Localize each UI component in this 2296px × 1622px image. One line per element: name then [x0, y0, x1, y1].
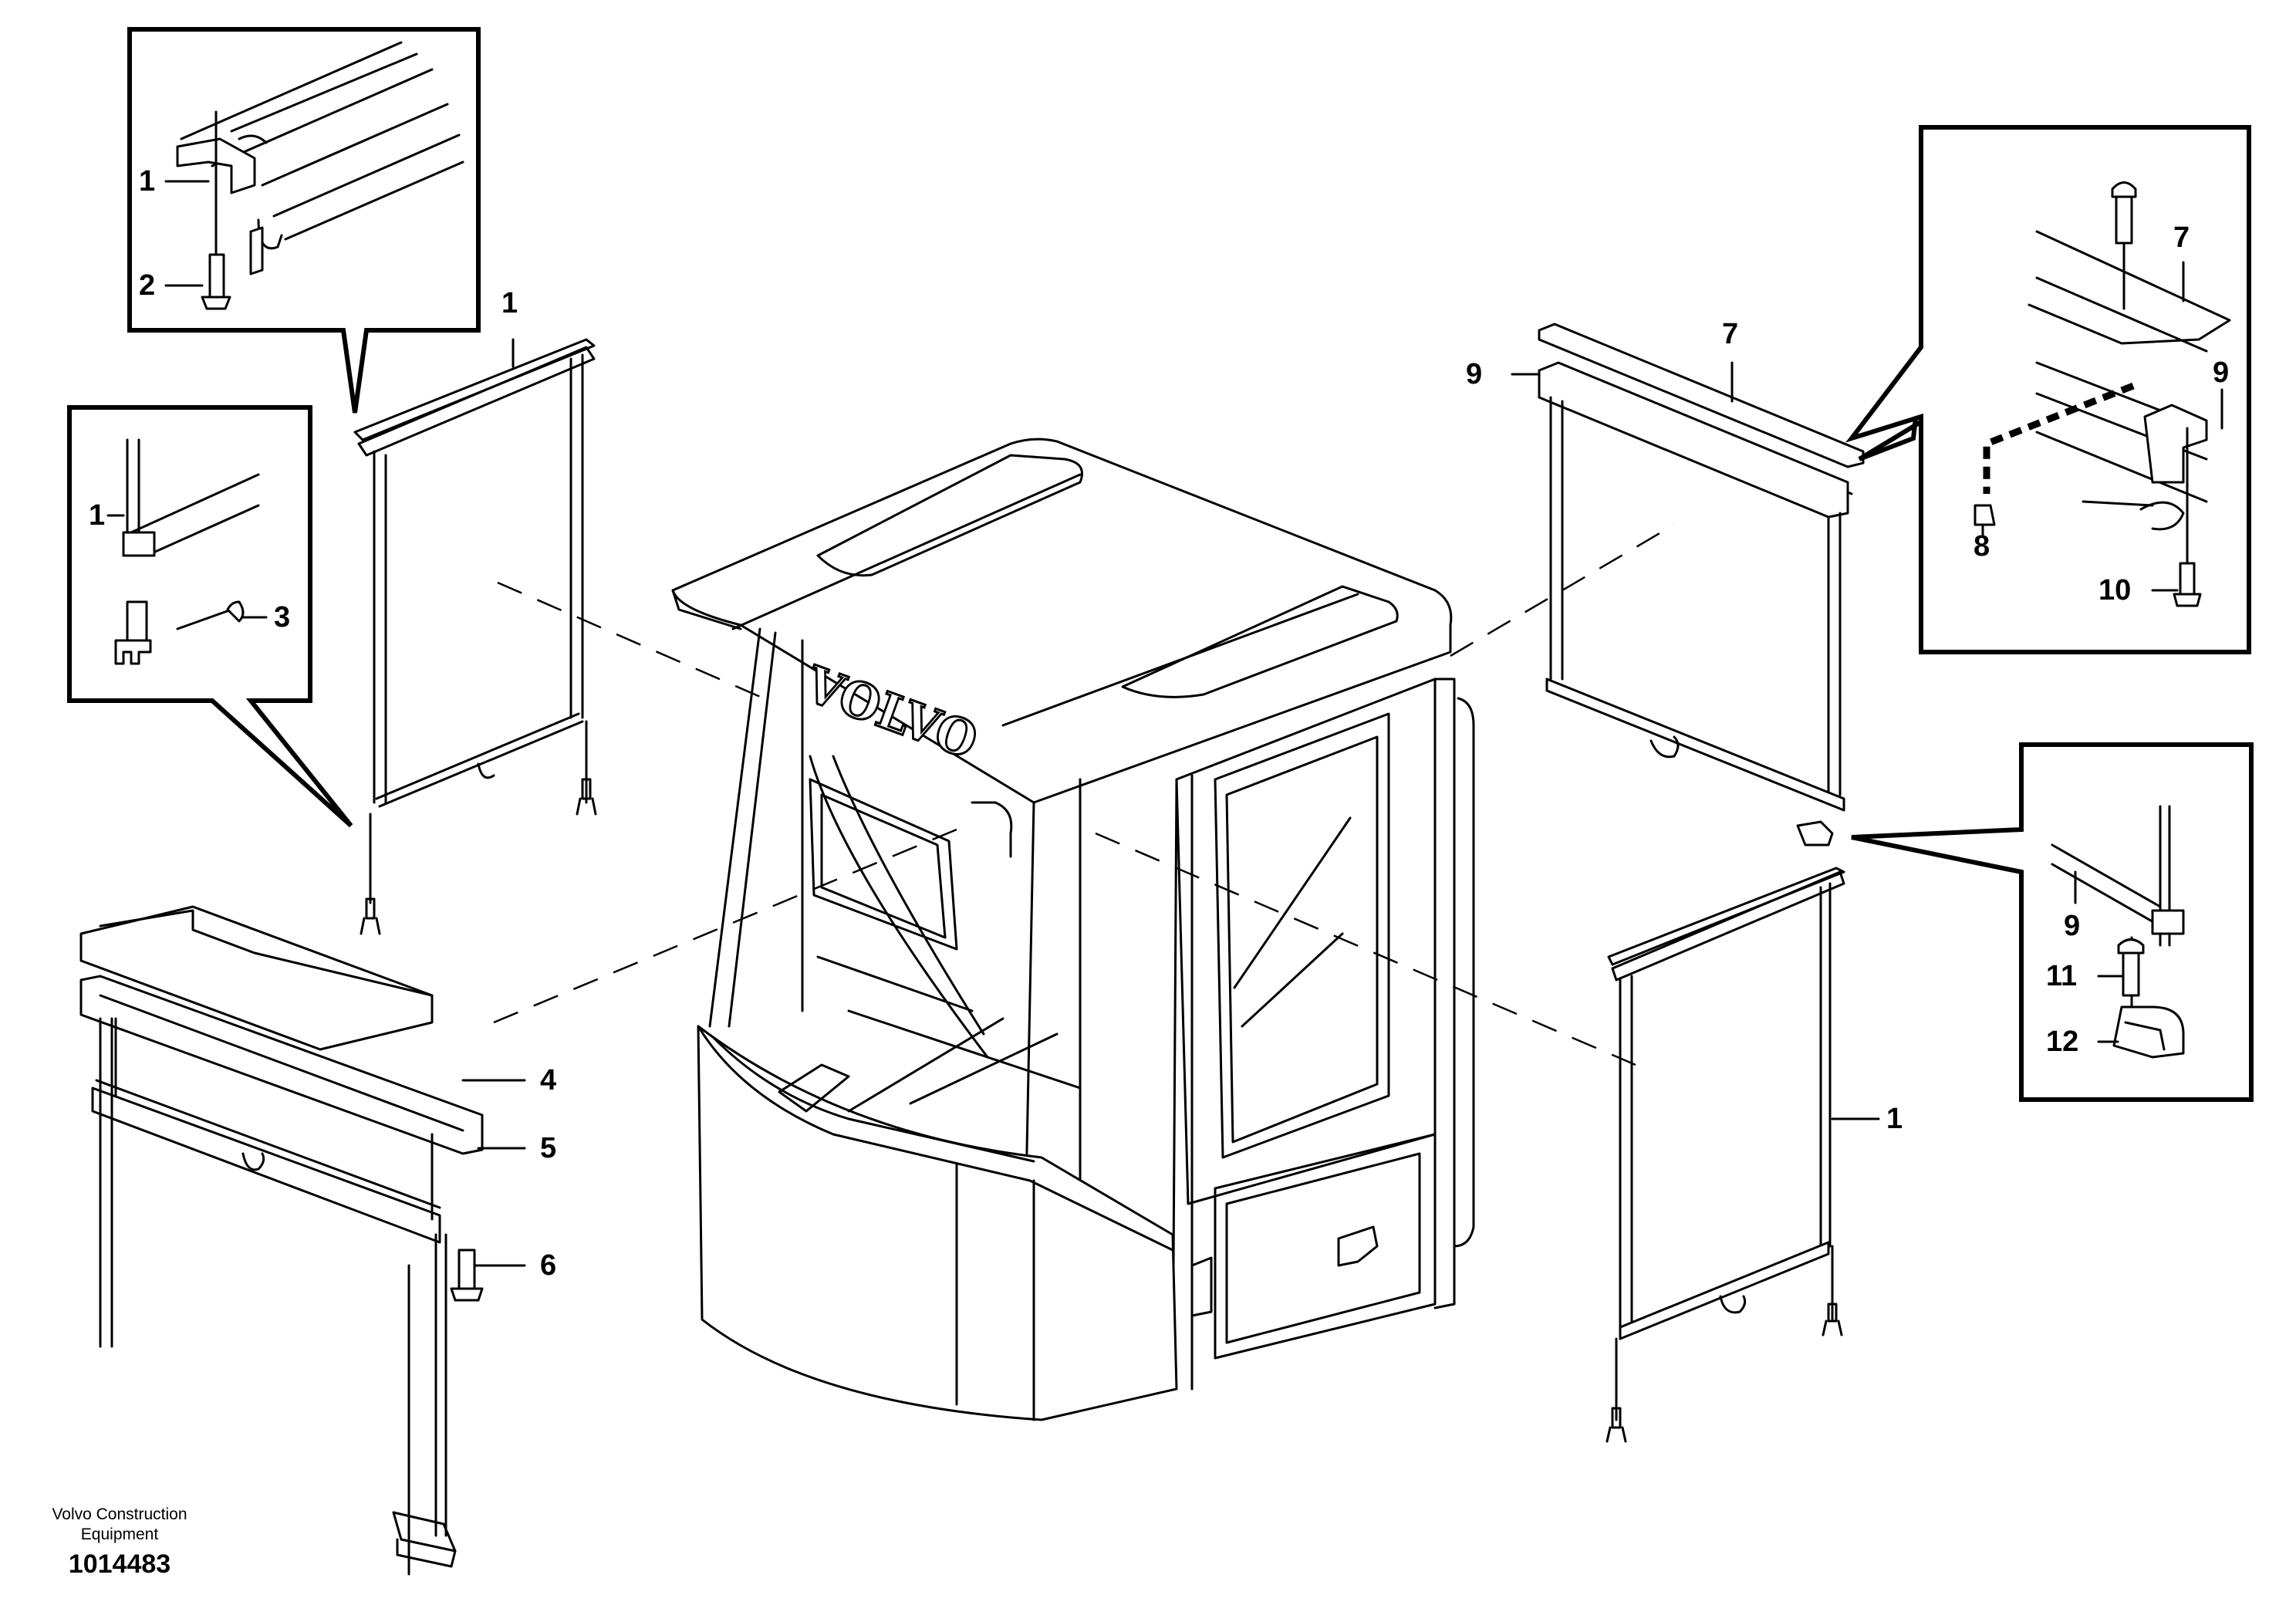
callout-12: 12: [2046, 1026, 2078, 1058]
callout-9-rear-blind: 9: [1466, 358, 1482, 390]
callout-9-detail-tr: 9: [2213, 357, 2229, 389]
drawing-number: 1014483: [68, 1549, 171, 1579]
callout-7-detail-tr: 7: [2173, 221, 2190, 254]
callout-2: 2: [139, 269, 155, 302]
callout-8: 8: [1974, 530, 1990, 563]
callout-3: 3: [274, 601, 290, 634]
detail-box-left: 1 3: [67, 405, 353, 828]
callout-7-rear-blind: 7: [1722, 318, 1738, 350]
left-roller-blind: 1: [353, 287, 597, 935]
callout-4: 4: [540, 1064, 556, 1097]
callout-6: 6: [540, 1249, 556, 1282]
callout-11: 11: [2046, 960, 2077, 992]
callout-1-left-blind: 1: [501, 287, 518, 319]
callout-1-detail-left: 1: [89, 499, 105, 532]
cab-body: VOLVO: [671, 438, 1475, 1421]
detail-box-right: 9 11 12: [1851, 742, 2254, 1102]
right-roller-blind: 1: [1606, 867, 1903, 1443]
front-roller-blind: 4 5 6: [79, 905, 556, 1576]
callout-9-detail-right: 9: [2064, 910, 2080, 942]
detail-box-top-right: 7 9 8 10: [1845, 125, 2251, 654]
company-name: Volvo Construction Equipment: [52, 1505, 187, 1543]
detail-box-top-left: 1 2: [127, 27, 481, 414]
callout-5: 5: [540, 1132, 556, 1164]
rear-roller-blind: 9 7: [1466, 318, 1865, 846]
callout-10: 10: [2098, 574, 2131, 607]
callout-1-detail-tl: 1: [139, 165, 155, 198]
callout-1-right-blind: 1: [1886, 1103, 1903, 1135]
